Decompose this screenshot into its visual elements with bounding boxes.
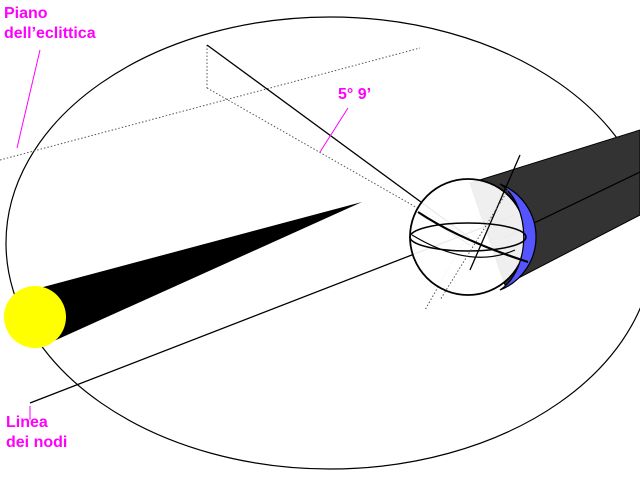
label-pointer-lines [16, 49, 349, 420]
ecliptic-plane-label-line1: Piano [4, 5, 48, 22]
umbra-cone [32, 202, 362, 345]
ecliptic-ellipse [5, 16, 640, 470]
line-of-nodes-label-line2: dei nodi [6, 434, 68, 451]
earth-sphere-icon [409, 154, 537, 301]
dotted-plane-lines [0, 45, 491, 311]
sun-icon [4, 286, 66, 348]
inclination-angle-label: 5° 9’ [338, 86, 372, 103]
ecliptic-plane-label: Piano dell’eclittica [4, 4, 96, 44]
ecliptic-plane-label-line2: dell’eclittica [4, 25, 96, 42]
line-of-nodes-label-line1: Linea [6, 414, 48, 431]
line-of-nodes-label: Linea dei nodi [6, 413, 67, 453]
